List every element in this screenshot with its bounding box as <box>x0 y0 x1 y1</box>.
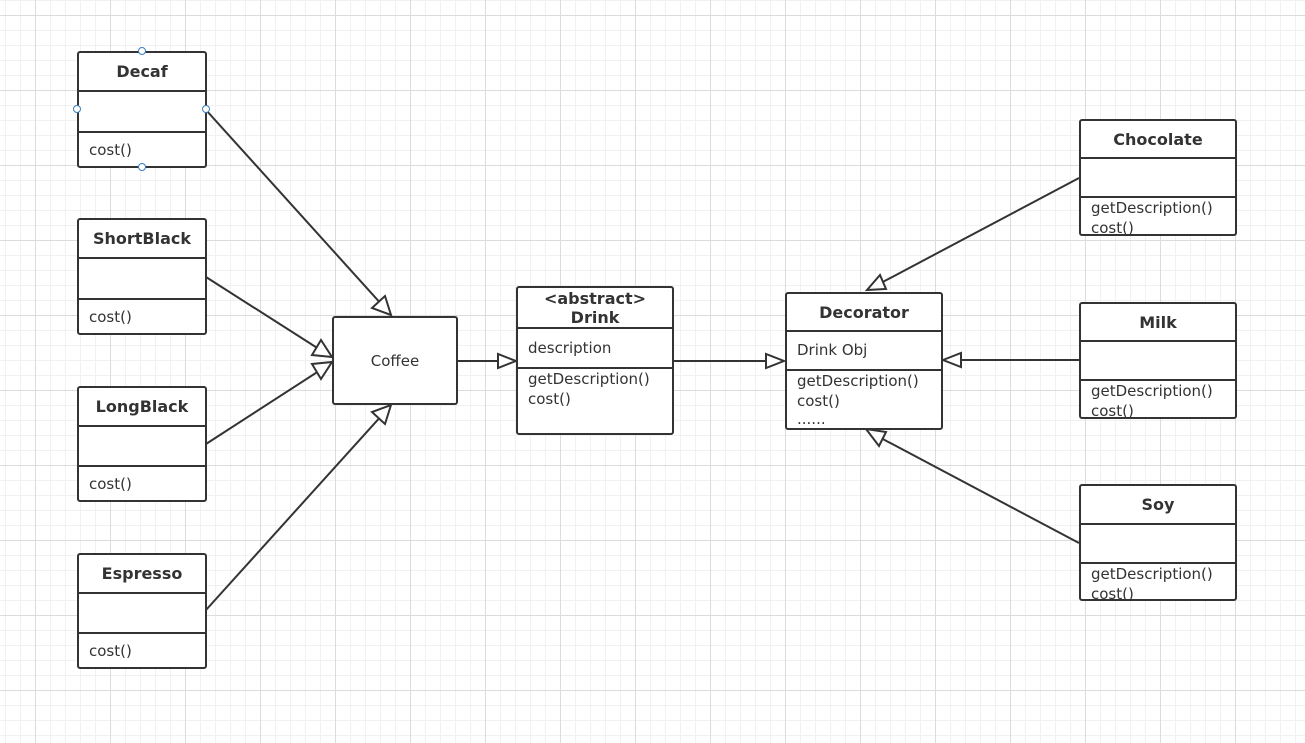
methods-section-decorator: getDescription() cost() ...... <box>787 369 941 428</box>
resize-handle-top[interactable] <box>138 47 146 55</box>
attributes-section-shortblack <box>79 257 205 298</box>
edge-milk-decorator[interactable] <box>940 351 1079 369</box>
edge-drink-decorator[interactable] <box>673 352 787 370</box>
class-box-decaf[interactable]: Decaf cost() <box>77 51 207 168</box>
class-box-decorator[interactable]: Decorator Drink Obj getDescription() cos… <box>785 292 943 430</box>
stereotype-label: <abstract> <box>543 288 647 308</box>
method-label: cost() <box>797 392 840 410</box>
method-label: getDescription() <box>528 370 650 388</box>
attributes-section-chocolate <box>1081 157 1235 196</box>
attribute-label: description <box>528 339 612 357</box>
methods-section-soy: getDescription() cost() <box>1081 562 1235 604</box>
edge-espresso-coffee[interactable] <box>205 403 393 611</box>
method-label: cost() <box>89 642 132 660</box>
attributes-section-milk <box>1081 340 1235 379</box>
methods-section-decaf: cost() <box>79 131 205 160</box>
class-box-longblack[interactable]: LongBlack cost() <box>77 386 207 502</box>
class-box-drink[interactable]: <abstract> Drink description getDescript… <box>516 286 674 435</box>
attributes-section-drink: description <box>518 327 672 367</box>
resize-handle-bottom[interactable] <box>138 163 146 171</box>
methods-section-drink: getDescription() cost() <box>518 367 672 409</box>
method-label: cost() <box>528 390 571 408</box>
class-header-drink: <abstract> Drink <box>518 288 672 327</box>
class-box-espresso[interactable]: Espresso cost() <box>77 553 207 669</box>
attributes-section-soy <box>1081 523 1235 562</box>
attribute-label: Drink Obj <box>797 341 868 359</box>
method-label: cost() <box>89 475 132 493</box>
class-name-chocolate: Chocolate <box>1113 129 1203 149</box>
class-name-milk: Milk <box>1139 312 1177 332</box>
edge-longblack-coffee[interactable] <box>205 360 334 445</box>
edge-coffee-drink[interactable] <box>457 352 519 370</box>
class-box-milk[interactable]: Milk getDescription() cost() <box>1079 302 1237 421</box>
edge-soy-decorator[interactable] <box>863 427 1080 544</box>
method-label: cost() <box>1091 219 1134 237</box>
edge-decaf-coffee[interactable] <box>205 109 393 317</box>
method-label: getDescription() <box>1091 199 1213 217</box>
attributes-section-longblack <box>79 425 205 465</box>
method-label: getDescription() <box>1091 382 1213 400</box>
methods-section-espresso: cost() <box>79 632 205 661</box>
class-box-shortblack[interactable]: ShortBlack cost() <box>77 218 207 335</box>
attributes-section-espresso <box>79 592 205 632</box>
edge-shortblack-coffee[interactable] <box>205 276 334 359</box>
method-label: cost() <box>89 141 132 159</box>
method-label: getDescription() <box>1091 565 1213 583</box>
attributes-section-decorator: Drink Obj <box>787 330 941 369</box>
class-name-decorator: Decorator <box>819 302 909 322</box>
methods-section-milk: getDescription() cost() <box>1081 379 1235 421</box>
class-name-drink: Drink <box>570 307 620 327</box>
class-box-coffee[interactable]: Coffee <box>332 316 458 405</box>
class-name-coffee: Coffee <box>370 351 420 370</box>
class-name-decaf: Decaf <box>116 62 168 81</box>
resize-handle-right[interactable] <box>202 105 210 113</box>
class-name-espresso: Espresso <box>101 564 183 583</box>
class-box-soy[interactable]: Soy getDescription() cost() <box>1079 484 1237 604</box>
method-label: cost() <box>89 308 132 326</box>
methods-section-shortblack: cost() <box>79 298 205 327</box>
class-name-longblack: LongBlack <box>95 397 189 416</box>
method-label: ...... <box>797 410 826 428</box>
edge-chocolate-decorator[interactable] <box>864 177 1080 292</box>
methods-section-chocolate: getDescription() cost() <box>1081 196 1235 238</box>
attributes-section-decaf <box>79 90 205 131</box>
class-box-chocolate[interactable]: Chocolate getDescription() cost() <box>1079 119 1237 238</box>
method-label: getDescription() <box>797 372 919 390</box>
methods-section-longblack: cost() <box>79 465 205 494</box>
class-name-soy: Soy <box>1141 495 1175 514</box>
method-label: cost() <box>1091 402 1134 420</box>
method-label: cost() <box>1091 585 1134 603</box>
resize-handle-left[interactable] <box>73 105 81 113</box>
class-name-shortblack: ShortBlack <box>92 229 192 248</box>
